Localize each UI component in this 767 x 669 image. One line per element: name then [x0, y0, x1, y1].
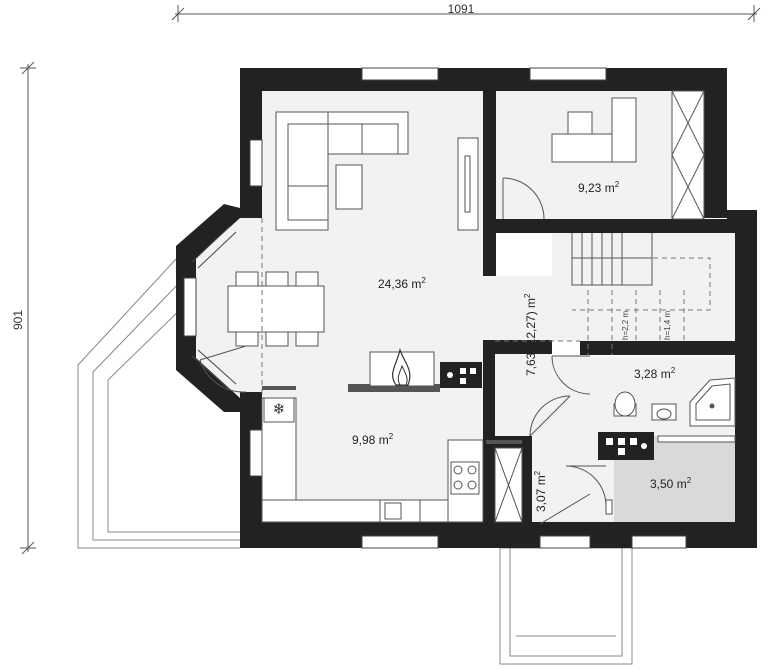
depth-label: 901: [11, 310, 25, 330]
doors: [199, 177, 607, 525]
sink: [651, 403, 677, 421]
dimension-width: [171, 5, 761, 22]
fireplace: [348, 347, 440, 392]
coffee-table: [335, 164, 363, 210]
living-area: 24,36 m2: [378, 276, 426, 291]
entry-area: 3,07 m2: [533, 470, 548, 512]
shelf: [657, 435, 736, 443]
desk: [551, 97, 637, 163]
stair-height-2: h=1,4 m: [663, 311, 672, 340]
bath-area: 3,28 m2: [634, 366, 676, 381]
door-stop: [605, 499, 613, 515]
dining-table: [227, 271, 325, 347]
tv: [464, 155, 471, 213]
fridge: ❄: [263, 397, 295, 423]
heater-unit: [440, 362, 482, 388]
wall-caps: [262, 386, 522, 444]
kitchen-area: 9,98 m2: [352, 432, 394, 447]
window-diagonal: [191, 225, 237, 391]
hall-area: 7,63 (12,27) m2: [523, 293, 538, 376]
staircase: [571, 233, 653, 286]
kitchen-counter: [261, 397, 484, 523]
utility-area: 3,50 m2: [650, 476, 692, 491]
toilet: [613, 391, 637, 417]
boiler-unit: [598, 432, 654, 460]
width-label: 1091: [448, 2, 475, 16]
snowflake-icon: ❄: [273, 400, 286, 418]
porch: [499, 547, 633, 665]
entry-wardrobe: [494, 447, 523, 523]
sofa: [275, 111, 409, 231]
shower: [689, 377, 736, 427]
terrace: [77, 257, 240, 549]
wardrobe: [671, 90, 705, 220]
windows: [183, 67, 687, 549]
stair-height-1: h=2,2 m: [621, 311, 630, 340]
dimension-depth: [20, 61, 36, 555]
office-area: 9,23 m2: [578, 180, 620, 195]
